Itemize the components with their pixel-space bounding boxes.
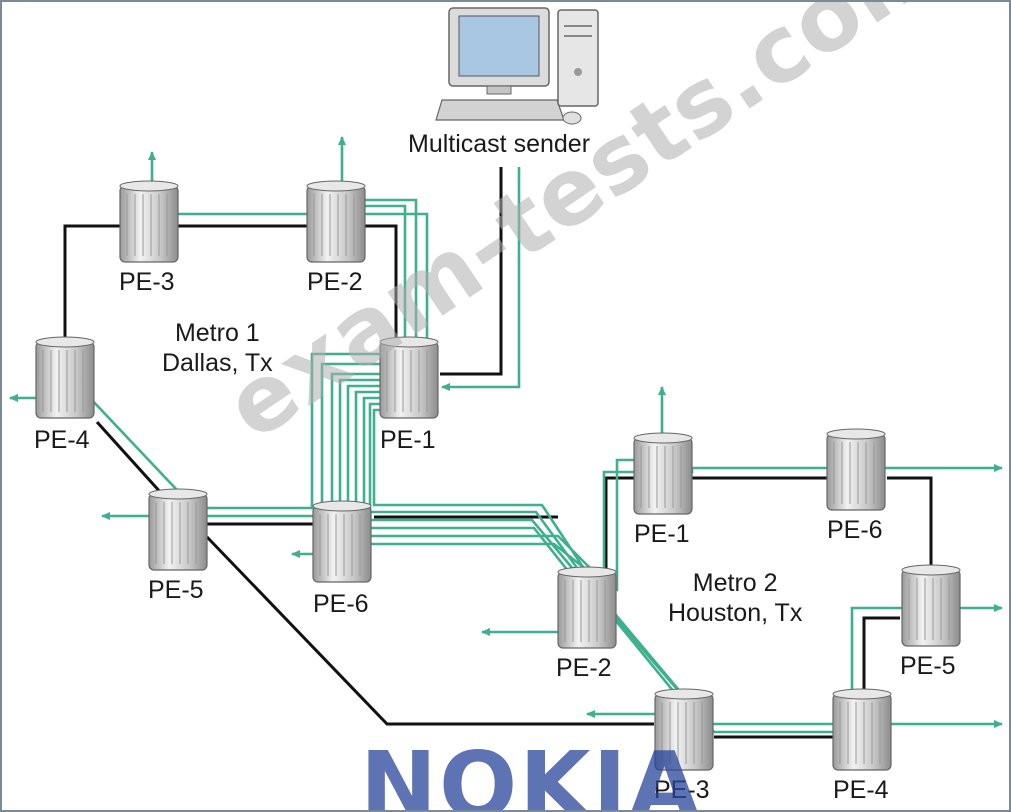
router-m2-pe5 (901, 564, 961, 647)
m2-pe2-label: PE-2 (556, 654, 612, 682)
mcast-to-m1-pe5 (101, 362, 382, 520)
router-m2-pe1 (633, 432, 693, 515)
m2-pe6-label: PE-6 (827, 516, 883, 544)
link-m1pe5-m2pe3 (205, 535, 654, 726)
m1-pe6-label: PE-6 (313, 590, 369, 618)
m1-pe5-label: PE-5 (148, 576, 204, 604)
link-m1-pe2-pe1 (365, 224, 398, 342)
metro1-title: Metro 1 Dallas, Tx (162, 318, 273, 378)
router-m1-pe2 (306, 180, 366, 263)
mcast-to-m1-pe6 (291, 372, 382, 558)
link-m2-pe1-pe2 (604, 476, 634, 570)
metro2-name: Metro 2 (692, 569, 778, 597)
m1-pe2-label: PE-2 (307, 268, 363, 296)
m1-pe4-label: PE-4 (34, 426, 90, 454)
router-m1-pe3 (119, 180, 179, 263)
m1-pe3-label: PE-3 (119, 268, 175, 296)
link-m2-pe6-pe5 (887, 476, 933, 568)
router-m2-pe2 (557, 566, 617, 649)
nokia-logo: NOKIA (360, 732, 702, 812)
mcast-to-m1-pe2b (347, 204, 407, 342)
metro2-city: Houston, Tx (668, 599, 803, 627)
m2-pe1-label: PE-1 (634, 520, 690, 548)
link-m1-pe4-pe5 (95, 420, 164, 496)
router-m1-pe5 (148, 488, 208, 571)
metro1-name: Metro 1 (174, 319, 260, 347)
link-sender-pe1 (440, 167, 503, 376)
mcast-to-m1-pe2 (338, 136, 418, 342)
router-m1-pe4 (35, 336, 95, 419)
physical-links (63, 167, 933, 739)
m2-pe3-label: PE-3 (654, 776, 710, 804)
link-m2-pe5-pe4 (862, 616, 900, 694)
desktop-computer-icon (435, 7, 599, 125)
router-m1-pe6 (312, 500, 372, 583)
router-m2-pe4 (832, 688, 892, 771)
sender-label: Multicast sender (408, 130, 591, 158)
mcast-sender-to-pe1 (441, 167, 521, 391)
router-m2-pe6 (826, 428, 886, 511)
m2-pe4-label: PE-4 (833, 776, 889, 804)
m2-pe5-label: PE-5 (900, 652, 956, 680)
m1-pe1-label: PE-1 (380, 426, 436, 454)
metro1-city: Dallas, Tx (162, 349, 273, 377)
metro2-title: Metro 2 Houston, Tx (668, 568, 802, 628)
link-m1-pe4-pe3 (63, 224, 120, 342)
